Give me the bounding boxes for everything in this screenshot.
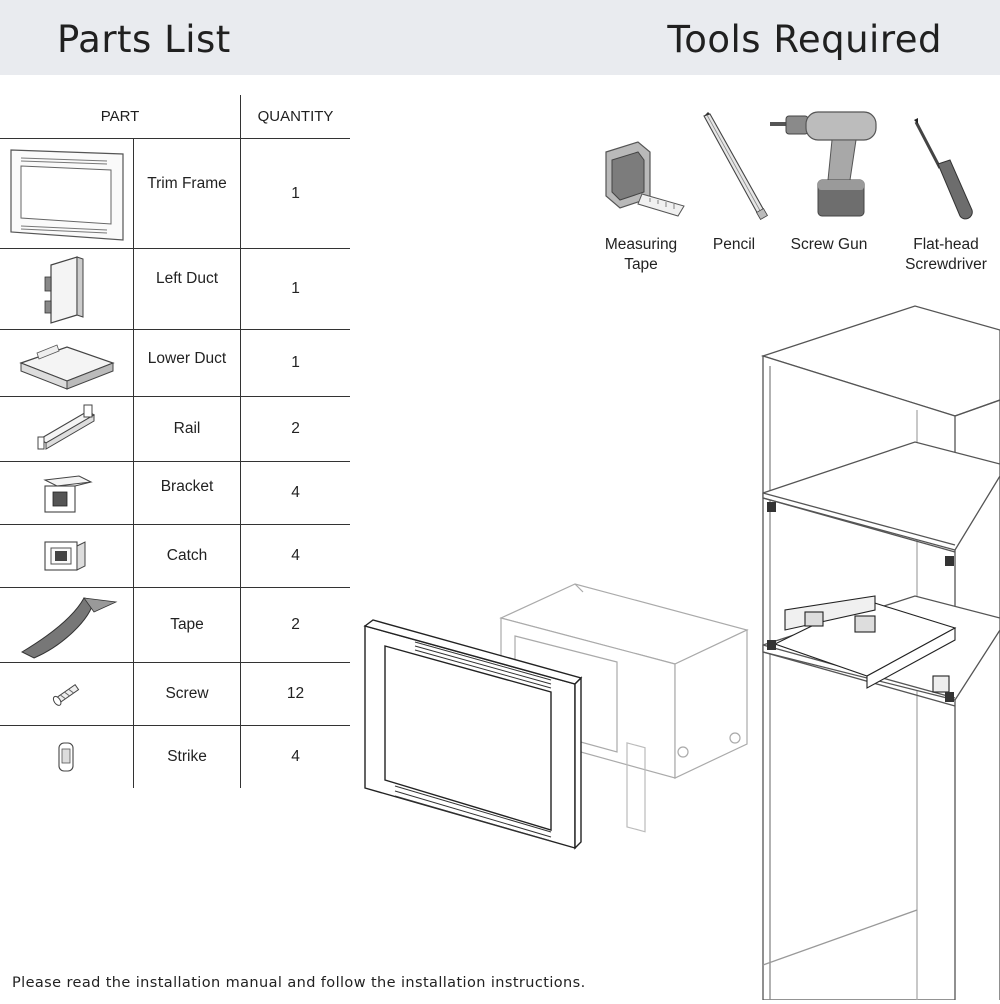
- rail-icon: [0, 397, 133, 461]
- screw-icon: [0, 663, 133, 725]
- column-divider: [133, 138, 134, 788]
- row-divider: [0, 587, 350, 588]
- tool-label: Pencil: [694, 235, 774, 255]
- part-quantity: 4: [291, 748, 300, 765]
- cabinet-drawing: [760, 305, 1000, 1001]
- parts-list-title: Parts List: [57, 18, 231, 61]
- strike-icon: [0, 726, 133, 788]
- left-duct-icon: [0, 249, 133, 329]
- part-quantity: 4: [291, 484, 300, 501]
- part-name: Screw: [165, 685, 209, 702]
- tool-label-line: Measuring: [604, 236, 678, 253]
- catch-icon: [0, 525, 133, 587]
- part-name: Left Duct: [155, 270, 219, 287]
- row-divider: [0, 725, 350, 726]
- part-name: Catch: [166, 547, 208, 564]
- measuring-tape-icon: [598, 138, 690, 224]
- tool-label-line: Screwdriver: [905, 256, 987, 273]
- row-divider: [0, 524, 350, 525]
- tool-label: Measuring Tape: [596, 235, 686, 275]
- part-name: Rail: [173, 420, 201, 437]
- row-divider: [0, 329, 350, 330]
- tool-label-line: Tape: [624, 256, 658, 273]
- row-divider: [0, 662, 350, 663]
- part-quantity: 2: [291, 420, 300, 437]
- flat-head-screwdriver-icon: [910, 118, 980, 226]
- part-quantity: 4: [291, 547, 300, 564]
- tape-icon: [0, 588, 133, 662]
- part-name: Tape: [170, 616, 204, 633]
- row-divider: [0, 248, 350, 249]
- screw-gun-icon: [770, 110, 882, 224]
- tool-label: Flat-head Screwdriver: [894, 235, 998, 275]
- trim-frame-icon: [0, 139, 133, 248]
- header-band: Parts List Tools Required: [0, 0, 1000, 75]
- tool-label: Screw Gun: [780, 235, 878, 255]
- parts-table: PART QUANTITY Trim Frame 1 Left Duct: [0, 95, 350, 795]
- tool-label-line: Screw Gun: [790, 236, 868, 253]
- part-name: Trim Frame: [147, 174, 227, 192]
- part-name: Strike: [167, 748, 207, 765]
- part-column-header: PART: [100, 108, 140, 125]
- installation-illustration: [355, 300, 1000, 1004]
- part-quantity: 1: [291, 354, 300, 371]
- part-quantity: 1: [291, 184, 300, 202]
- part-quantity: 2: [291, 616, 300, 633]
- lower-duct-icon: [0, 330, 133, 396]
- row-divider: [0, 461, 350, 462]
- row-divider: [0, 138, 350, 139]
- bracket-icon: [0, 462, 133, 524]
- installation-note: Please read the installation manual and …: [12, 975, 586, 991]
- part-name: Lower Duct: [147, 350, 227, 367]
- part-name: Bracket: [160, 478, 214, 495]
- part-quantity: 12: [286, 685, 305, 702]
- tool-label-line: Flat-head: [913, 236, 979, 253]
- tool-label-line: Pencil: [712, 236, 756, 253]
- part-quantity: 1: [291, 280, 300, 297]
- tools-required-title: Tools Required: [667, 18, 942, 61]
- quantity-column-header: QUANTITY: [257, 108, 334, 125]
- column-divider: [240, 95, 241, 788]
- pencil-icon: [700, 112, 770, 224]
- row-divider: [0, 396, 350, 397]
